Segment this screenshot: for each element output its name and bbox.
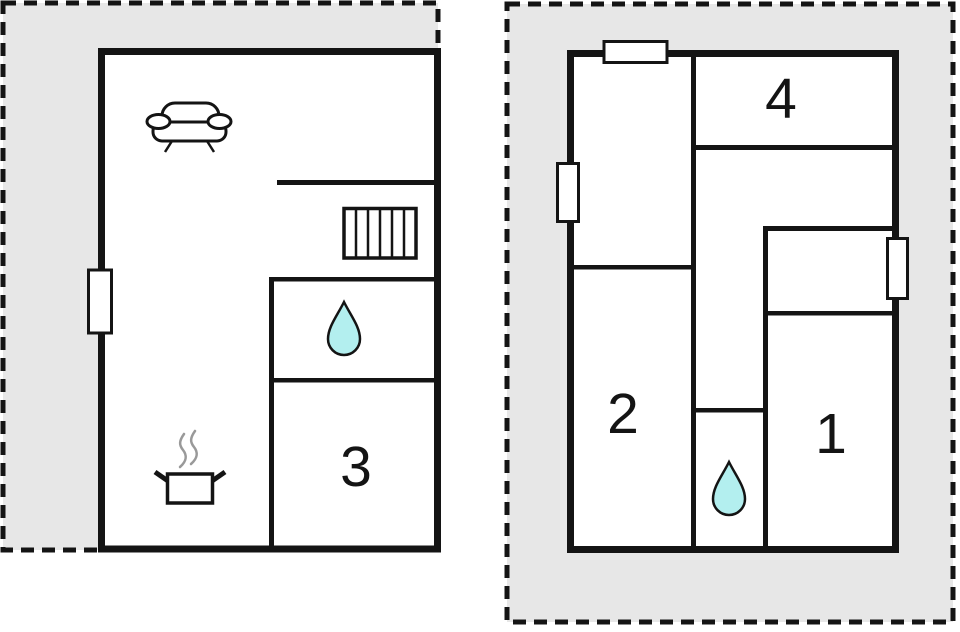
- sofa-leg: [163, 140, 174, 153]
- pot-body: [165, 472, 215, 505]
- sofa-armrest: [206, 113, 233, 130]
- window: [87, 268, 113, 335]
- interior-wall: [766, 311, 896, 316]
- interior-wall: [269, 277, 274, 552]
- water-drop-icon: [326, 299, 362, 357]
- upper-floor-plan: 4 2 1: [504, 1, 956, 625]
- ground-floor-plan: 3: [0, 0, 441, 553]
- interior-wall: [694, 145, 896, 150]
- window: [556, 162, 580, 223]
- stair-treads: [354, 208, 406, 258]
- cooking-pot-icon: [153, 429, 227, 505]
- interior-wall: [269, 277, 441, 282]
- sofa-armrest: [145, 113, 172, 130]
- water-drop-icon: [711, 459, 747, 517]
- interior-wall: [694, 408, 764, 413]
- window: [602, 40, 669, 64]
- interior-wall: [691, 53, 696, 550]
- steam-wave: [189, 429, 198, 466]
- window: [886, 237, 909, 300]
- house-outline: [567, 50, 899, 553]
- steam-wave: [178, 432, 187, 469]
- interior-wall: [277, 180, 441, 185]
- interior-wall: [763, 226, 768, 550]
- sofa-seat: [151, 120, 228, 143]
- interior-wall: [272, 378, 441, 383]
- interior-wall: [763, 226, 896, 231]
- room-label: 1: [815, 402, 847, 466]
- sofa-icon: [145, 101, 233, 153]
- room-label: 3: [340, 435, 372, 499]
- room-label: 2: [607, 382, 639, 446]
- room-label: 4: [765, 67, 797, 131]
- stairs-icon: [342, 206, 418, 260]
- sofa-leg: [205, 140, 216, 153]
- steam-icon: [178, 429, 198, 469]
- interior-wall: [570, 265, 691, 270]
